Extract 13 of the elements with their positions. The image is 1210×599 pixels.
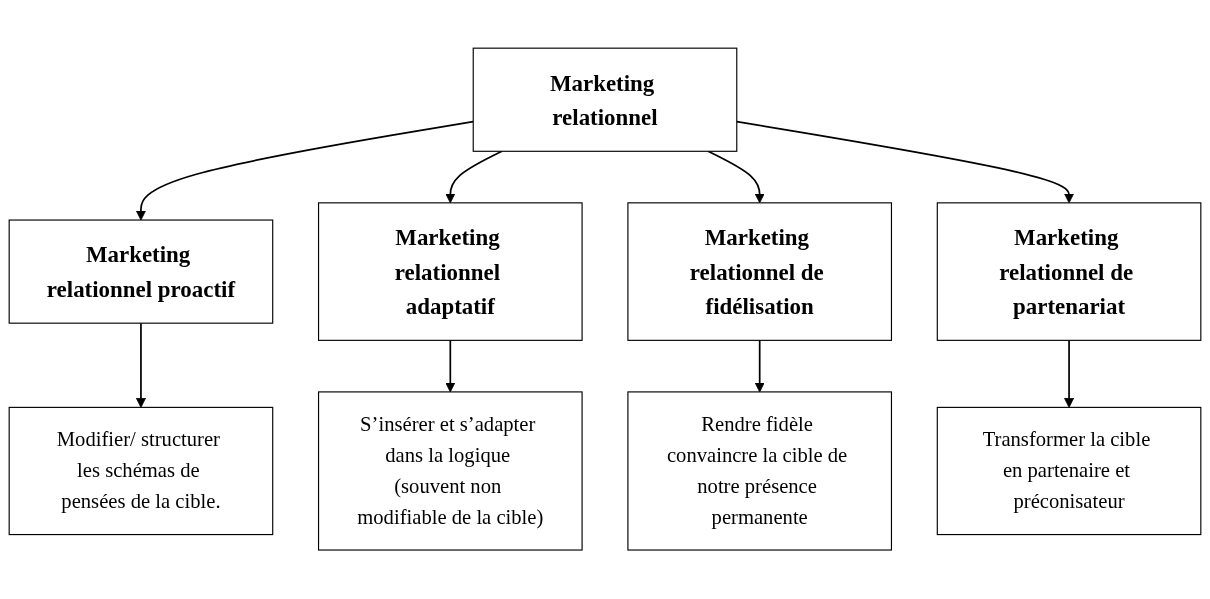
node-box: Transformer la cible en partenaire et préconisateur — [936, 407, 1202, 536]
node-box: Marketing relationnel adaptatif — [317, 202, 583, 342]
arrow — [445, 150, 503, 204]
arrow — [707, 150, 765, 204]
arrow — [445, 339, 456, 393]
node-box: Marketing relationnel — [472, 48, 738, 153]
node-box: S’insérer et s’adapter dans la logique (souvent non modifiable de la cible) — [317, 391, 583, 551]
arrow — [754, 339, 765, 393]
node-box: Marketing relationnel de partenariat — [936, 202, 1202, 342]
node-box: Marketing relationnel proactif — [8, 219, 274, 325]
node-box: Rendre fidèle convaincre la cible de notre présence permanente — [627, 391, 893, 551]
node-box: Modifier/ structurer les schémas de pensées de la cible. — [8, 407, 274, 536]
node-box: Marketing relationnel de fidélisation — [627, 202, 893, 342]
